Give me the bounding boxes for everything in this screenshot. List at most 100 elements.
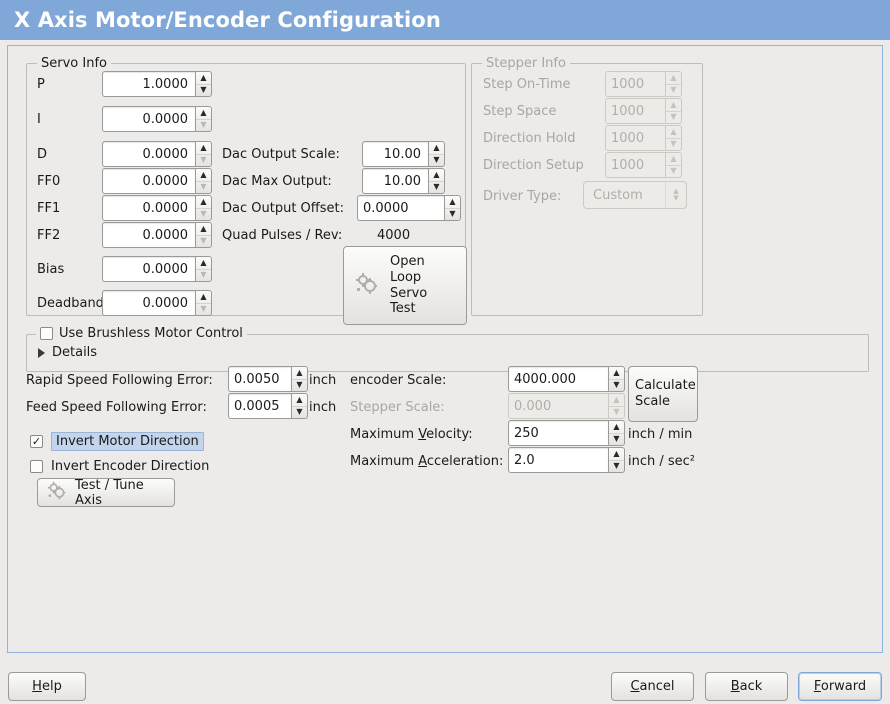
spin-down-icon[interactable]: ▼: [296, 380, 303, 390]
dac-max-output-value[interactable]: 10.00: [362, 168, 428, 194]
spin-down-icon[interactable]: ▼: [200, 270, 207, 280]
servo-spin-bias[interactable]: 0.0000 ▲ ▼: [102, 256, 212, 282]
help-button[interactable]: Help: [8, 672, 86, 701]
spin-up-icon[interactable]: ▲: [196, 169, 211, 182]
spin-up-icon[interactable]: ▲: [292, 367, 307, 380]
servo-spin-ff1[interactable]: 0.0000 ▲ ▼: [102, 195, 212, 221]
calculate-scale-button[interactable]: Calculate Scale: [628, 366, 698, 422]
spin-up-icon[interactable]: ▲: [609, 421, 624, 434]
spin-up-icon[interactable]: ▲: [196, 223, 211, 236]
spin-down-icon[interactable]: ▼: [200, 155, 207, 165]
spin-buttons[interactable]: ▲ ▼: [444, 195, 461, 221]
dac-output-offset-spin[interactable]: 0.0000 ▲ ▼: [357, 195, 461, 221]
spin-down-icon[interactable]: ▼: [200, 209, 207, 219]
spin-down-icon[interactable]: ▼: [200, 120, 207, 130]
spin-up-icon[interactable]: ▲: [196, 142, 211, 155]
forward-button[interactable]: Forward: [798, 672, 882, 701]
servo-spin-ff0[interactable]: 0.0000 ▲ ▼: [102, 168, 212, 194]
spin-buttons[interactable]: ▲ ▼: [195, 195, 212, 221]
maximum-velocity-spin[interactable]: 250 ▲ ▼: [508, 420, 625, 446]
help-mnemonic: H: [32, 679, 42, 694]
servo-value-ff0[interactable]: 0.0000: [102, 168, 195, 194]
servo-value-deadband[interactable]: 0.0000: [102, 290, 195, 316]
spin-up-icon[interactable]: ▲: [196, 257, 211, 270]
feed-following-error-value[interactable]: 0.0005: [228, 393, 291, 419]
invert-motor-direction-row[interactable]: ✓ Invert Motor Direction: [30, 432, 204, 451]
spin-buttons[interactable]: ▲ ▼: [195, 256, 212, 282]
invert-encoder-direction-checkbox[interactable]: [30, 460, 43, 473]
spin-down-icon[interactable]: ▼: [449, 209, 456, 219]
spin-up-icon[interactable]: ▲: [196, 107, 211, 120]
dac-output-scale-spin[interactable]: 10.00 ▲ ▼: [362, 141, 445, 167]
spin-up-icon: ▲: [609, 394, 624, 407]
feed-following-error-spin[interactable]: 0.0005 ▲ ▼: [228, 393, 308, 419]
servo-spin-deadband[interactable]: 0.0000 ▲ ▼: [102, 290, 212, 316]
spin-down-icon: ▼: [670, 85, 677, 95]
spin-down-icon[interactable]: ▼: [613, 461, 620, 471]
invert-encoder-direction-row[interactable]: Invert Encoder Direction: [30, 459, 209, 474]
spin-up-icon[interactable]: ▲: [609, 448, 624, 461]
spin-down-icon: ▼: [670, 112, 677, 122]
spin-up-icon[interactable]: ▲: [292, 394, 307, 407]
spin-buttons[interactable]: ▲ ▼: [291, 393, 308, 419]
encoder-scale-value[interactable]: 4000.000: [508, 366, 608, 392]
spin-down-icon[interactable]: ▼: [613, 380, 620, 390]
use-brushless-checkbox[interactable]: [40, 327, 53, 340]
spin-buttons[interactable]: ▲ ▼: [195, 71, 212, 97]
spin-buttons[interactable]: ▲ ▼: [195, 141, 212, 167]
servo-value-ff1[interactable]: 0.0000: [102, 195, 195, 221]
spin-up-icon[interactable]: ▲: [196, 291, 211, 304]
servo-value-ff2[interactable]: 0.0000: [102, 222, 195, 248]
rapid-following-error-spin[interactable]: 0.0050 ▲ ▼: [228, 366, 308, 392]
dac-max-output-spin[interactable]: 10.00 ▲ ▼: [362, 168, 445, 194]
spin-buttons[interactable]: ▲ ▼: [608, 366, 625, 392]
spin-buttons[interactable]: ▲ ▼: [608, 447, 625, 473]
spin-down-icon[interactable]: ▼: [200, 182, 207, 192]
servo-value-d[interactable]: 0.0000: [102, 141, 195, 167]
servo-spin-i[interactable]: 0.0000 ▲ ▼: [102, 106, 212, 132]
details-expander[interactable]: Details: [38, 345, 97, 360]
spin-down-icon[interactable]: ▼: [296, 407, 303, 417]
spin-buttons[interactable]: ▲ ▼: [608, 420, 625, 446]
spin-up-icon[interactable]: ▲: [445, 196, 460, 209]
back-button[interactable]: Back: [705, 672, 788, 701]
cancel-button[interactable]: Cancel: [611, 672, 694, 701]
servo-spin-ff2[interactable]: 0.0000 ▲ ▼: [102, 222, 212, 248]
maximum-acceleration-spin[interactable]: 2.0 ▲ ▼: [508, 447, 625, 473]
servo-spin-d[interactable]: 0.0000 ▲ ▼: [102, 141, 212, 167]
rapid-following-error-unit: inch: [309, 373, 337, 388]
max-accel-mnemonic: A: [418, 454, 427, 469]
spin-up-icon[interactable]: ▲: [196, 196, 211, 209]
servo-value-bias[interactable]: 0.0000: [102, 256, 195, 282]
rapid-following-error-value[interactable]: 0.0050: [228, 366, 291, 392]
dac-output-offset-value[interactable]: 0.0000: [357, 195, 444, 221]
spin-buttons[interactable]: ▲ ▼: [195, 222, 212, 248]
spin-buttons[interactable]: ▲ ▼: [291, 366, 308, 392]
spin-down-icon[interactable]: ▼: [613, 434, 620, 444]
test-tune-axis-button[interactable]: Test / Tune Axis: [37, 478, 175, 508]
spin-up-icon[interactable]: ▲: [429, 142, 444, 155]
spin-buttons[interactable]: ▲ ▼: [428, 141, 445, 167]
spin-buttons[interactable]: ▲ ▼: [195, 290, 212, 316]
spin-buttons[interactable]: ▲ ▼: [428, 168, 445, 194]
encoder-scale-spin[interactable]: 4000.000 ▲ ▼: [508, 366, 625, 392]
servo-spin-p[interactable]: 1.0000 ▲ ▼: [102, 71, 212, 97]
spin-down-icon[interactable]: ▼: [200, 236, 207, 246]
spin-up-icon[interactable]: ▲: [196, 72, 211, 85]
maximum-velocity-value[interactable]: 250: [508, 420, 608, 446]
dac-output-scale-value[interactable]: 10.00: [362, 141, 428, 167]
invert-motor-direction-checkbox[interactable]: ✓: [30, 435, 43, 448]
spin-down-icon[interactable]: ▼: [200, 85, 207, 95]
spin-buttons[interactable]: ▲ ▼: [195, 168, 212, 194]
spin-up-icon[interactable]: ▲: [609, 367, 624, 380]
chevron-right-icon[interactable]: [38, 347, 45, 358]
spin-up-icon[interactable]: ▲: [429, 169, 444, 182]
servo-value-i[interactable]: 0.0000: [102, 106, 195, 132]
open-loop-servo-test-button[interactable]: Open Loop Servo Test: [343, 246, 467, 325]
spin-buttons[interactable]: ▲ ▼: [195, 106, 212, 132]
spin-down-icon[interactable]: ▼: [433, 182, 440, 192]
maximum-acceleration-value[interactable]: 2.0: [508, 447, 608, 473]
spin-down-icon[interactable]: ▼: [433, 155, 440, 165]
servo-value-p[interactable]: 1.0000: [102, 71, 195, 97]
spin-down-icon[interactable]: ▼: [200, 304, 207, 314]
